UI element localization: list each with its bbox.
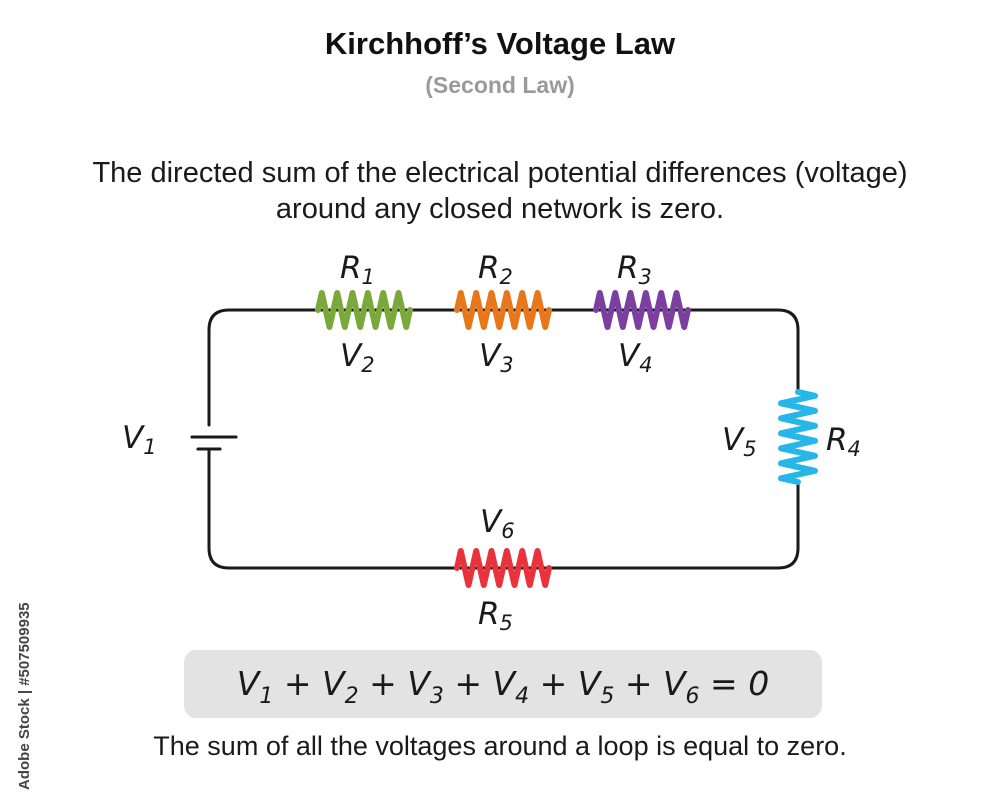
equation-rhs: 0 [748, 664, 770, 703]
resistor-r3-zigzag [593, 290, 691, 330]
resistor-name-r3: R3 [617, 250, 652, 289]
law-statement-line-1: The directed sum of the electrical poten… [92, 157, 908, 189]
resistor-r2-zigzag [454, 290, 552, 330]
voltage-label-v3: V3 [479, 338, 514, 377]
voltage-label-v2: V2 [340, 338, 375, 377]
watermark-text: Adobe Stock | #507509935 [16, 602, 33, 790]
battery-symbol [190, 430, 238, 451]
page-title: Kirchhoff’s Voltage Law [324, 26, 676, 61]
wire-right-bottom [207, 448, 800, 570]
equation-term: V3 [407, 664, 444, 709]
resistor-name-r1: R1 [340, 250, 375, 289]
page-subtitle: (Second Law) [425, 72, 575, 98]
equation-plus: + [283, 664, 312, 703]
voltage-label-v5: V5 [722, 422, 757, 461]
resistor-name-r4: R4 [826, 422, 861, 461]
equation-term: V6 [662, 664, 700, 709]
resistor-name-r2: R2 [478, 250, 513, 289]
equation-equals: = [710, 664, 738, 703]
equation-term: V5 [577, 664, 615, 709]
footer-caption: The sum of all the voltages around a loo… [153, 731, 847, 761]
law-statement: The directed sum of the electrical poten… [0, 155, 1000, 227]
voltage-label-v4: V4 [618, 338, 653, 377]
kvl-equation: V1 + V2 + V3 + V4 + V5 + V6 = 0 [184, 650, 822, 718]
equation-plus: + [454, 664, 482, 703]
equation-plus: + [539, 664, 568, 703]
equation-term: V4 [492, 664, 530, 709]
resistor-name-r5: R5 [478, 596, 513, 635]
equation-plus: + [624, 664, 653, 703]
law-statement-line-2: around any closed network is zero. [275, 193, 725, 225]
equation-plus: + [369, 664, 397, 703]
source-voltage-label-v1: V1 [122, 420, 157, 459]
resistor-r1-zigzag [315, 290, 413, 330]
resistor-r5-zigzag [454, 548, 552, 588]
equation-box [184, 650, 822, 718]
equation-term: V1 [236, 664, 274, 709]
voltage-label-v6: V6 [480, 504, 515, 543]
stock-watermark: Adobe Stock | #507509935 [4, 560, 33, 790]
equation-term: V2 [322, 664, 359, 709]
resistor-r4-zigzag [778, 389, 818, 485]
